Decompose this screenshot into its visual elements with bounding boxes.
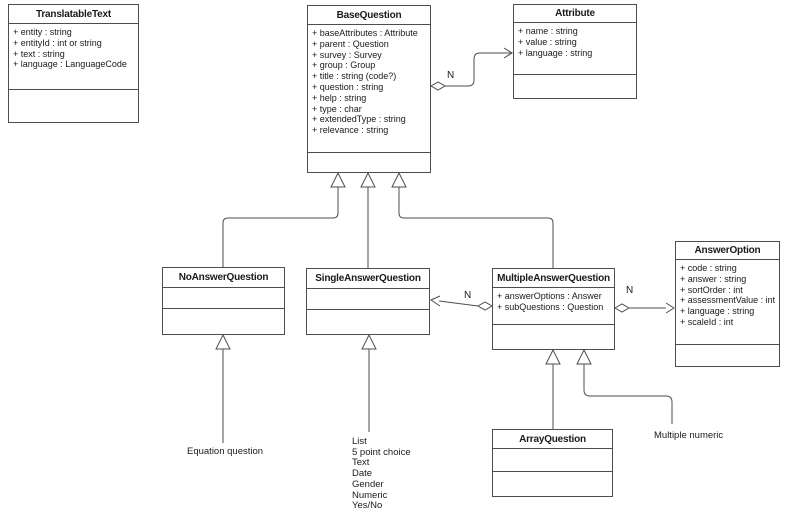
class-attributes: + baseAttributes : Attribute+ parent : Q… — [308, 25, 430, 153]
text-line: + question : string — [312, 81, 384, 92]
text-line: + code : string — [680, 263, 737, 273]
annotation-equation-question: Equation question — [187, 446, 264, 457]
text-line: + survey : Survey — [312, 49, 382, 60]
class-title: Attribute — [514, 5, 636, 23]
class-title: ArrayQuestion — [493, 430, 612, 449]
class-translatable-text: TranslatableText + entity : string+ enti… — [8, 4, 139, 123]
text-line: + title : string (code?) — [312, 71, 397, 82]
text-line: + entity : string — [13, 27, 72, 37]
text-line: Numeric — [352, 489, 388, 501]
text-line: Text — [352, 457, 370, 469]
class-title: AnswerOption — [676, 242, 779, 260]
class-no-answer-question: NoAnswerQuestion — [162, 267, 285, 335]
text-line: List — [352, 436, 367, 447]
class-methods — [676, 345, 779, 366]
class-attributes: + name : string+ value : string+ languag… — [514, 23, 636, 75]
rel-arrayquestion-to-multipleanswer — [545, 348, 561, 429]
class-single-answer-question: SingleAnswerQuestion — [306, 268, 430, 335]
class-methods — [9, 90, 138, 122]
class-base-question: BaseQuestion + baseAttributes : Attribut… — [307, 5, 431, 173]
rel-basequestion-attribute — [429, 47, 513, 91]
class-methods — [493, 325, 614, 349]
text-line: + baseAttributes : Attribute — [312, 28, 418, 38]
text-line: + parent : Question — [312, 38, 389, 49]
text-line: + text : string — [13, 48, 65, 59]
text-line: + help : string — [312, 92, 367, 103]
text-line: + language : string — [518, 47, 593, 58]
rel-noanswer-to-basequestion — [222, 171, 346, 267]
text-line: + relevance : string — [312, 125, 389, 136]
multiplicity-label-base-attribute: N — [447, 70, 455, 81]
rel-types-to-singleanswer — [361, 333, 377, 432]
annotation-multiple-numeric: Multiple numeric — [654, 430, 724, 441]
class-methods — [308, 153, 430, 172]
class-title: TranslatableText — [9, 5, 138, 24]
text-line: + answer : string — [680, 273, 747, 284]
rel-singleanswer-to-basequestion — [360, 171, 376, 268]
text-line: + entityId : int or string — [13, 37, 102, 48]
rel-multipleanswer-answeroption — [613, 302, 675, 314]
class-attributes: + entity : string+ entityId : int or str… — [9, 24, 138, 90]
class-attributes — [493, 449, 612, 472]
class-attributes: + code : string+ answer : string+ sortOr… — [676, 260, 779, 345]
class-methods — [307, 310, 429, 334]
class-attributes — [163, 288, 284, 309]
rel-multiplenumeric-to-multipleanswer — [576, 348, 673, 424]
class-answer-option: AnswerOption + code : string+ answer : s… — [675, 241, 780, 367]
text-line: + name : string — [518, 26, 578, 36]
class-title: SingleAnswerQuestion — [307, 269, 429, 289]
class-attribute: Attribute + name : string+ value : strin… — [513, 4, 637, 99]
text-line: + type : char — [312, 103, 362, 114]
text-line: + scaleId : int — [680, 316, 734, 327]
class-methods — [493, 472, 612, 496]
rel-multipleanswer-singleanswer — [429, 295, 494, 311]
text-line: Gender — [352, 478, 384, 490]
text-line: + language : LanguageCode — [13, 59, 127, 70]
class-attributes: + answerOptions : Answer+ subQuestions :… — [493, 288, 614, 325]
text-line: + group : Group — [312, 60, 376, 71]
text-line: + extendedType : string — [312, 114, 406, 125]
text-line: + value : string — [518, 36, 577, 47]
multiplicity-label-multiple-answeroption: N — [626, 285, 634, 296]
class-methods — [163, 309, 284, 334]
text-line: + subQuestions : Question — [497, 301, 604, 312]
text-line: + language : string — [680, 306, 755, 317]
rel-equation-to-noanswer — [215, 333, 231, 443]
text-line: + assessmentValue : int — [680, 295, 776, 306]
class-title: MultipleAnswerQuestion — [493, 269, 614, 288]
text-line: 5 point choice — [352, 446, 411, 458]
multiplicity-label-multiple-single: N — [464, 290, 472, 301]
rel-multipleanswer-to-basequestion — [391, 171, 554, 268]
text-line: Yes/No — [352, 500, 383, 512]
class-attributes — [307, 289, 429, 310]
class-title: NoAnswerQuestion — [163, 268, 284, 288]
class-array-question: ArrayQuestion — [492, 429, 613, 497]
text-line: Date — [352, 468, 373, 480]
text-line: + sortOrder : int — [680, 284, 743, 295]
class-multiple-answer-question: MultipleAnswerQuestion + answerOptions :… — [492, 268, 615, 350]
class-title: BaseQuestion — [308, 6, 430, 25]
text-line: + answerOptions : Answer — [497, 291, 602, 301]
class-methods — [514, 75, 636, 98]
